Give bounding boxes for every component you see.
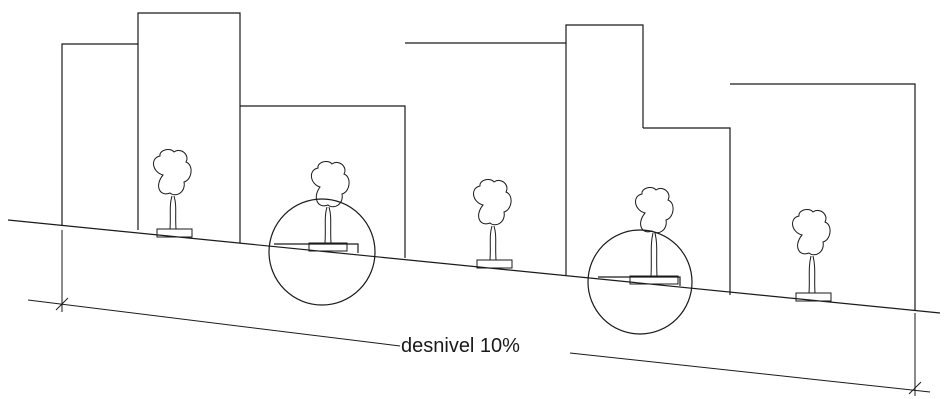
tree-3 [473, 178, 513, 269]
tree-5 [792, 208, 832, 302]
building-7 [730, 83, 916, 310]
tree-1 [153, 148, 193, 238]
ground-line [7, 219, 941, 314]
building-6 [643, 127, 731, 295]
building-5 [565, 24, 644, 128]
building-1 [61, 43, 139, 230]
building-facades [61, 12, 916, 310]
building-2 [137, 12, 241, 243]
slope-label: desnivel 10% [401, 335, 520, 357]
building-3 [240, 105, 406, 258]
tick-right [908, 381, 922, 395]
detail-circle-1 [268, 198, 376, 306]
tree-4 [629, 186, 679, 285]
tree-2 [308, 160, 350, 252]
detail-circle-2 [587, 229, 693, 335]
dimension-line [27, 230, 931, 396]
tick-left [55, 297, 69, 311]
building-4 [405, 42, 567, 275]
